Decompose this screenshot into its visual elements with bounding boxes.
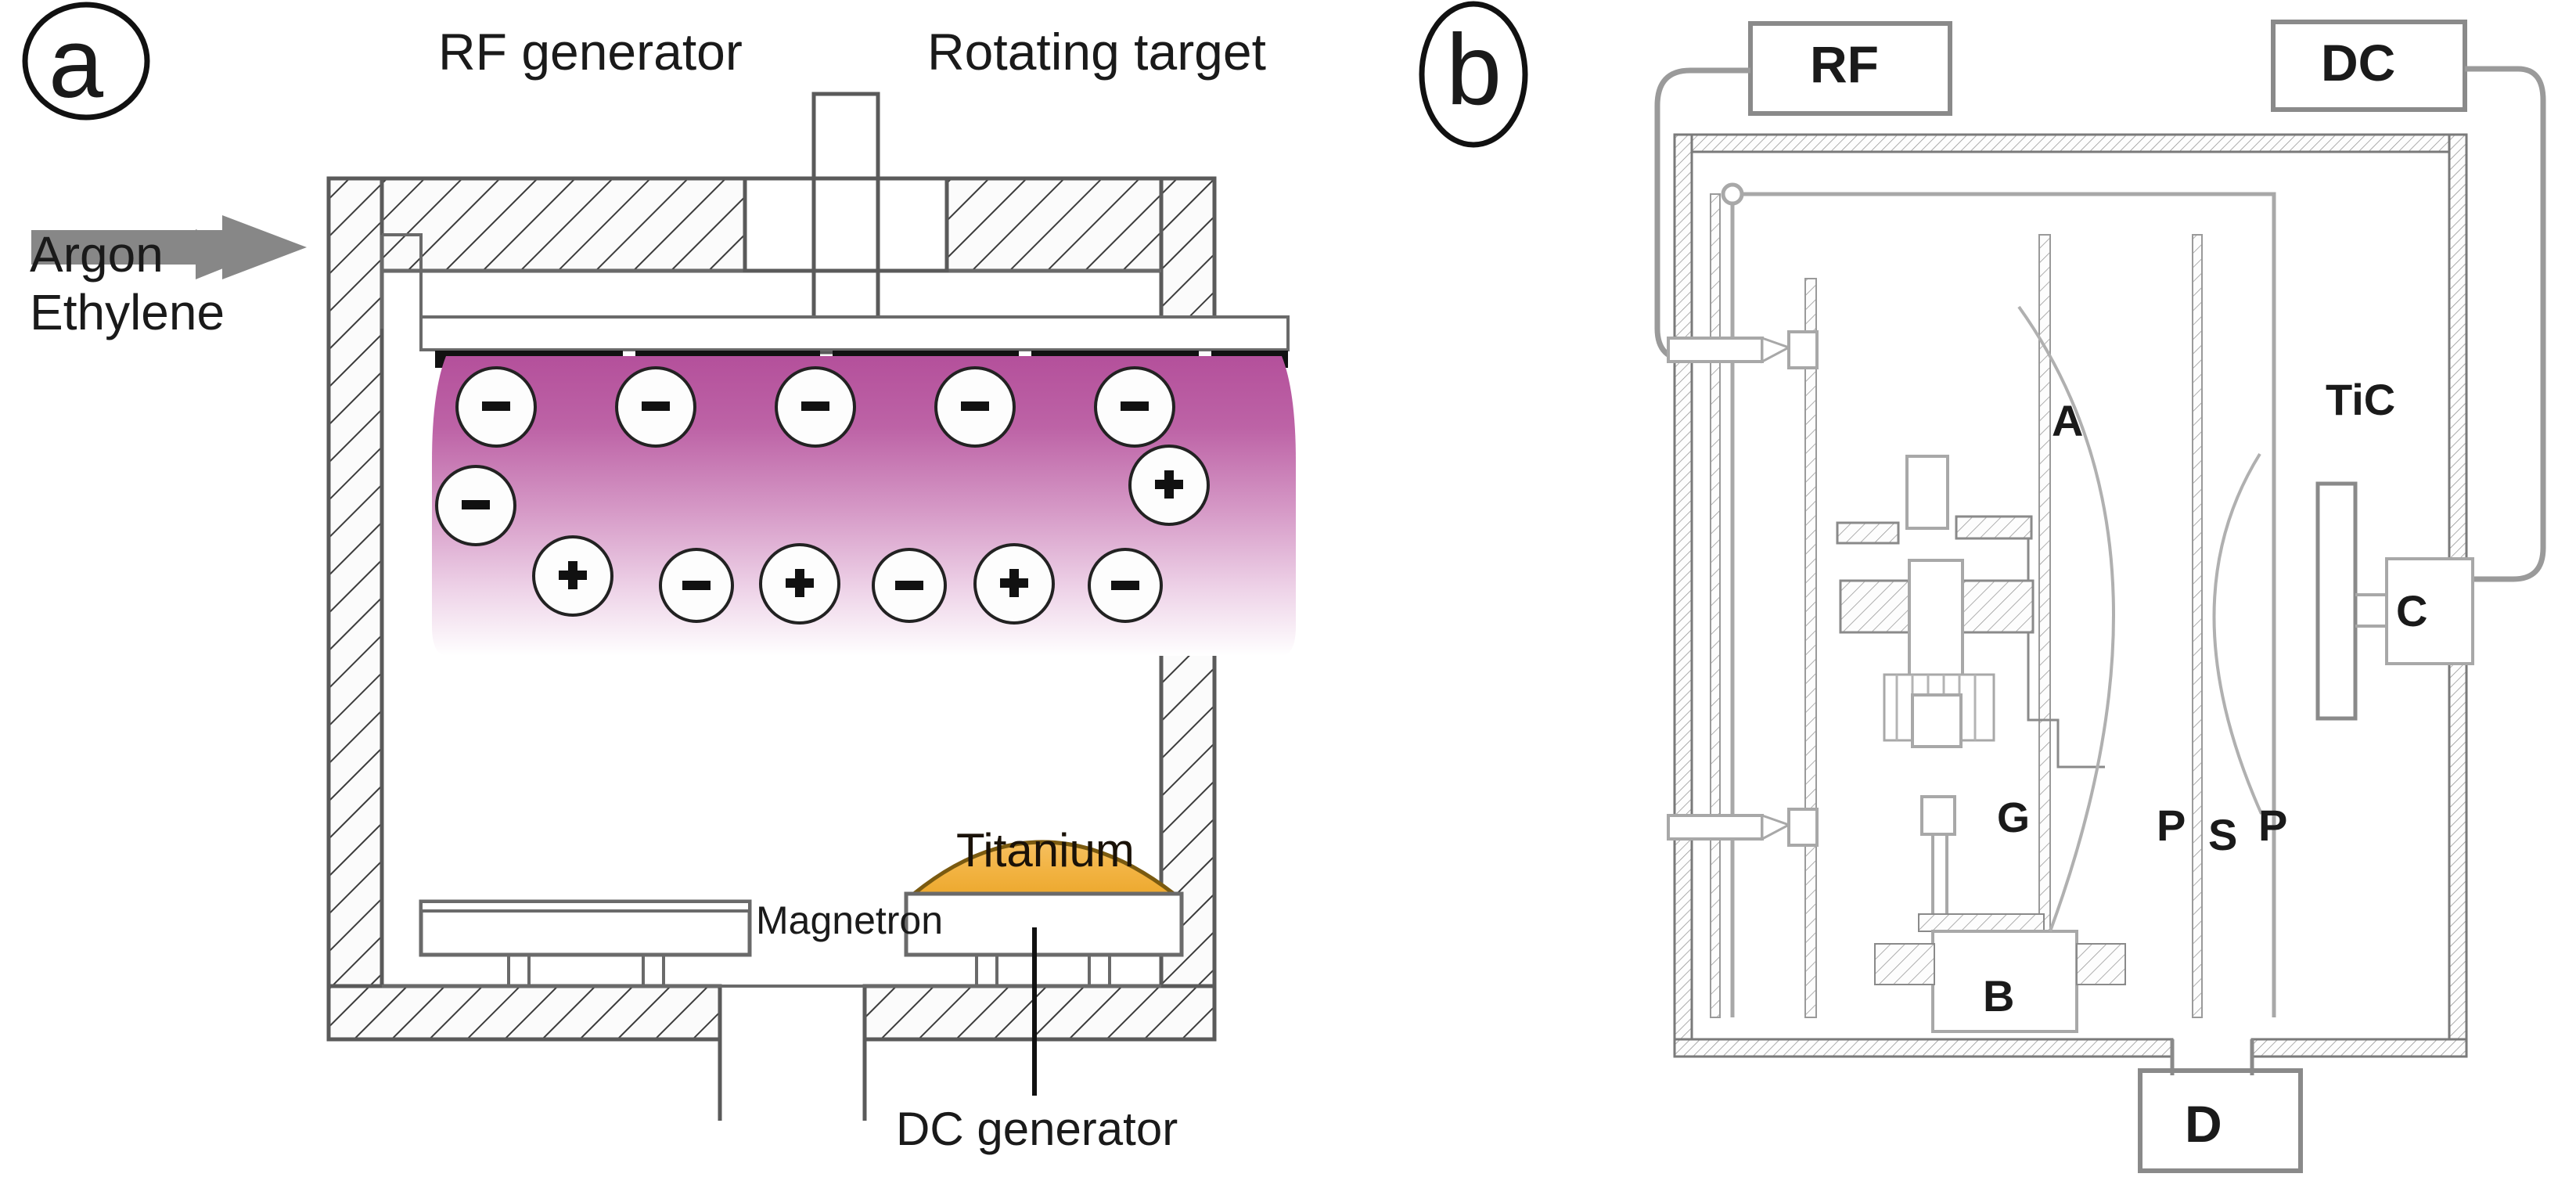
panel-b-tag	[1419, 1, 1528, 148]
label-anode: A	[2052, 396, 2084, 445]
cathode-box	[2355, 557, 2474, 665]
bias-gasket	[1918, 913, 2045, 932]
ion	[775, 366, 856, 448]
label-dc-generator: DC generator	[896, 1103, 1178, 1155]
ion	[532, 535, 613, 617]
ion	[615, 366, 696, 448]
ion	[759, 543, 840, 625]
ion	[455, 366, 537, 448]
rf-generator-box	[1748, 21, 1952, 116]
tic-target-plate	[2315, 481, 2358, 721]
label-rotating-target: Rotating target	[927, 23, 1266, 81]
label-gas-inlet: G	[1997, 794, 2031, 841]
label-titanium: Titanium	[956, 824, 1135, 877]
target-plate	[419, 315, 1290, 351]
ion-row-1	[455, 366, 1175, 448]
panel-a-tag	[22, 2, 150, 121]
panel-b-tag-label: b	[1446, 14, 1502, 126]
label-magnetron: Magnetron	[756, 898, 944, 942]
dc-generator-box	[2271, 20, 2467, 112]
ion	[973, 543, 1055, 625]
panel-a	[22, 2, 1296, 1121]
feedthrough-lower	[1667, 808, 1819, 847]
plasma-arc-right	[2212, 452, 2263, 815]
gas-inlet-assembly-b	[1836, 455, 2126, 1033]
label-cathode: C	[2396, 586, 2428, 635]
label-rf-generator: RF generator	[438, 23, 743, 81]
label-rf-box: RF	[1810, 35, 1879, 93]
label-ethylene: Ethylene	[30, 284, 225, 340]
ion	[872, 548, 947, 623]
pump-box	[2138, 1068, 2303, 1173]
label-plasma-left: P	[2157, 801, 2186, 850]
ion-row-2	[435, 445, 1210, 546]
ion	[1088, 548, 1163, 623]
rf-cable	[1654, 67, 1759, 363]
magnetron-assembly	[419, 899, 752, 988]
gas-inlet-pipe	[380, 233, 423, 329]
label-dc-box: DC	[2321, 34, 2396, 92]
label-pump-box: D	[2185, 1095, 2222, 1153]
plasma-arc-left	[2017, 305, 2115, 932]
label-bias: B	[1983, 971, 2015, 1021]
feedthrough-upper	[1667, 330, 1819, 369]
rotating-target-shaft	[743, 92, 949, 355]
panel-b	[1419, 1, 2546, 1173]
ion	[934, 366, 1016, 448]
label-substrate: S	[2208, 810, 2238, 859]
label-plasma-right: P	[2258, 801, 2288, 850]
label-argon: Argon	[30, 226, 164, 283]
ion-row-3	[532, 535, 1163, 625]
label-tic: TiC	[2326, 375, 2396, 424]
ion	[1094, 366, 1175, 448]
panel-a-tag-label: a	[49, 8, 104, 118]
gas-inlet-arrow-body	[31, 215, 307, 279]
titanium-source	[904, 840, 1184, 988]
ion	[435, 465, 516, 546]
ion	[1128, 445, 1210, 526]
ion	[659, 548, 734, 623]
dc-cable	[2426, 66, 2546, 582]
